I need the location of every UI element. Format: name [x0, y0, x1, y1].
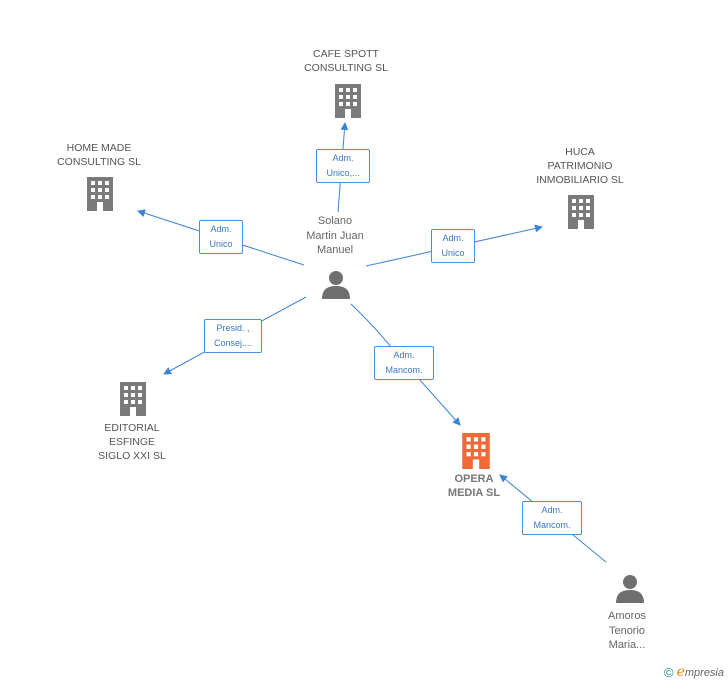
edge-label-amoros-opera[interactable]: Adm. Mancom. [522, 501, 582, 535]
building-icon[interactable] [567, 195, 595, 229]
company-label-home-made[interactable]: HOME MADE CONSULTING SL [57, 142, 141, 168]
brand-logo: empresia [676, 664, 724, 680]
edge-label-editorial[interactable]: Presid. , Consej.... [204, 319, 262, 353]
person-icon[interactable] [321, 269, 351, 299]
company-label-opera-media[interactable]: OPERA MEDIA SL [447, 473, 501, 499]
building-icon[interactable] [461, 433, 491, 469]
edge-label-cafe[interactable]: Adm. Unico,... [316, 149, 370, 183]
copyright-icon: © [663, 664, 674, 680]
person-label-amoros[interactable]: Amoros Tenorio Maria... [608, 610, 646, 651]
building-icon[interactable] [86, 177, 114, 211]
company-label-editorial[interactable]: EDITORIAL ESFINGE SIGLO XXI SL [98, 422, 166, 462]
brand-watermark: © empresia [664, 664, 724, 680]
building-icon[interactable] [119, 382, 147, 416]
company-label-huca[interactable]: HUCA PATRIMONIO INMOBILIARIO SL [536, 146, 624, 186]
building-icon[interactable] [334, 84, 362, 118]
person-icon[interactable] [615, 573, 645, 603]
person-label-solano[interactable]: Solano Martin Juan Manuel [306, 215, 364, 256]
edge-label-home[interactable]: Adm. Unico [199, 220, 243, 254]
edge-label-opera[interactable]: Adm. Mancom. [374, 346, 434, 380]
company-label-cafe-spott[interactable]: CAFE SPOTT CONSULTING SL [304, 48, 388, 74]
edge-label-huca[interactable]: Adm. Unico [431, 229, 475, 263]
